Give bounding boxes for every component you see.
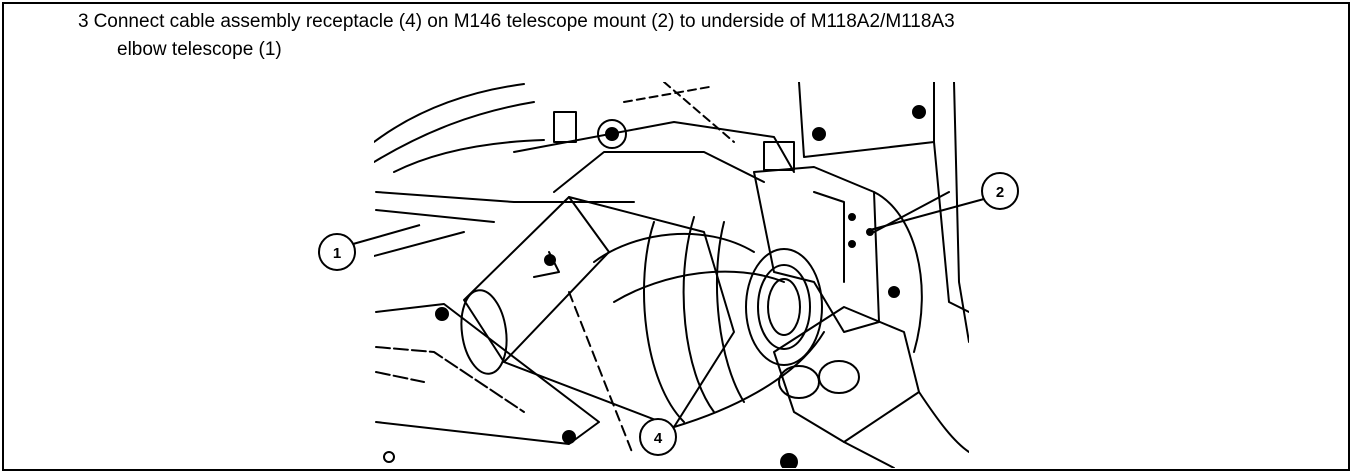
bolt-cap [818, 360, 860, 394]
mount-curve [873, 191, 923, 353]
tube-contour [673, 331, 825, 428]
bolt-head [812, 127, 826, 141]
objective-lens-inner [767, 278, 801, 336]
technical-illustration [374, 82, 969, 468]
bellows-ring [682, 216, 715, 413]
base-plate [375, 303, 600, 445]
bracket-clamp [553, 111, 577, 143]
mount-detail [813, 191, 845, 283]
plate-bolt [562, 430, 576, 444]
bellows-ring [643, 221, 685, 423]
bellows-ring [716, 221, 745, 403]
plate-bolt [383, 451, 395, 463]
plate-bolt [435, 307, 449, 321]
leader-line-1 [374, 231, 465, 258]
adjustment-knob [597, 119, 627, 149]
elbow-telescope-body [503, 196, 735, 428]
base-plate-detail [375, 371, 425, 383]
callout-label-2: 2 [996, 184, 1004, 201]
step-number: 3 [78, 11, 89, 32]
step-text-line1: Connect cable assembly receptacle (4) on… [93, 11, 955, 32]
telescope-mount-body [753, 166, 880, 333]
background-line [374, 83, 525, 143]
base-plate-detail [375, 346, 525, 413]
frame-curve [918, 391, 969, 453]
mount-plate [798, 82, 935, 158]
bolt-head [912, 105, 926, 119]
rivet [848, 240, 856, 248]
callout-2: 2 [869, 172, 1019, 231]
callout-label-4: 4 [654, 430, 663, 447]
objective-lens-mid [757, 264, 811, 350]
background-line [393, 139, 545, 173]
bracket-bolt [888, 286, 900, 298]
lower-bolt [780, 453, 798, 468]
eyepiece-end [460, 289, 508, 375]
bracket-clamp [763, 141, 795, 171]
step-text-line2: elbow telescope (1) [117, 39, 282, 60]
frame-beam [375, 209, 495, 223]
objective-lens-outer [745, 248, 823, 366]
hidden-line [623, 86, 710, 103]
illustration-svg [374, 82, 969, 468]
frame-edge [953, 82, 969, 343]
clip-nut [544, 254, 556, 266]
background-line [374, 101, 535, 163]
frame-line [843, 441, 895, 468]
receptacle-leader-dashed [568, 291, 633, 453]
rivet [848, 213, 856, 221]
upper-housing [553, 151, 765, 193]
callout-4: 4 [639, 418, 677, 456]
upper-housing [513, 121, 795, 173]
callout-1: 1 [318, 224, 421, 271]
tube-contour [593, 232, 755, 263]
frame-edge [933, 141, 969, 313]
frame-beam [375, 191, 635, 203]
hidden-line [663, 82, 735, 143]
callout-label-1: 1 [333, 245, 341, 262]
